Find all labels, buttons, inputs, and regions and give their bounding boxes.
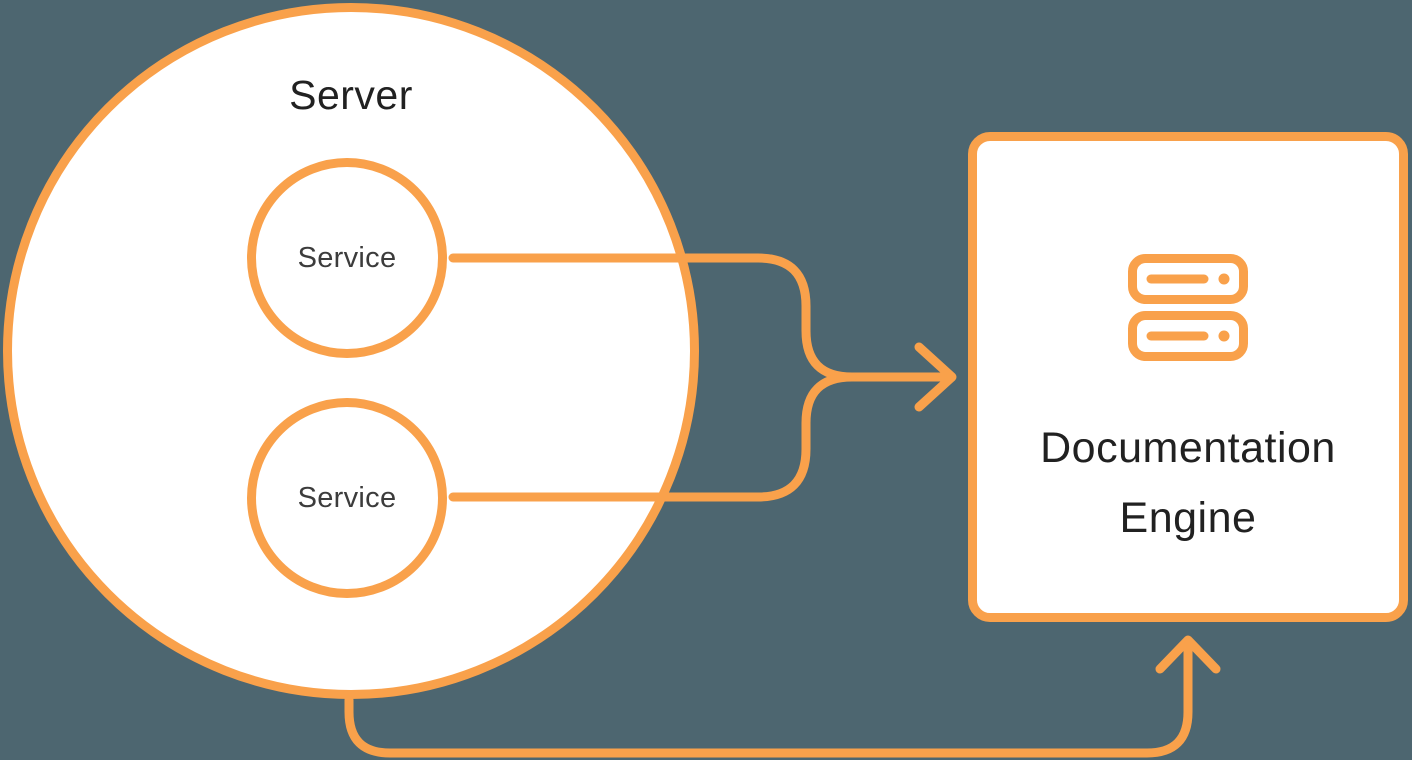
service-node-2: Service: [247, 398, 447, 598]
documentation-engine-node: Documentation Engine: [968, 132, 1408, 622]
service-label-1: Service: [297, 241, 397, 274]
merge-arrowhead-icon: [914, 342, 957, 412]
documentation-engine-label: Documentation Engine: [1040, 413, 1336, 553]
server-stack-icon: [1128, 254, 1248, 361]
server-stack-icon-bottom-unit: [1128, 311, 1248, 361]
server-stack-icon-top-unit: [1128, 254, 1248, 304]
server-stack-icon-top-led: [1218, 273, 1230, 285]
documentation-engine-label-line1: Documentation: [1040, 424, 1336, 472]
service-label-2: Service: [297, 481, 397, 514]
server-stack-icon-bottom-led: [1218, 330, 1230, 342]
service-node-1: Service: [247, 158, 447, 358]
documentation-engine-label-line2: Engine: [1119, 494, 1257, 542]
server-label: Server: [289, 72, 413, 118]
bottom-arrowhead-icon: [1155, 635, 1221, 674]
